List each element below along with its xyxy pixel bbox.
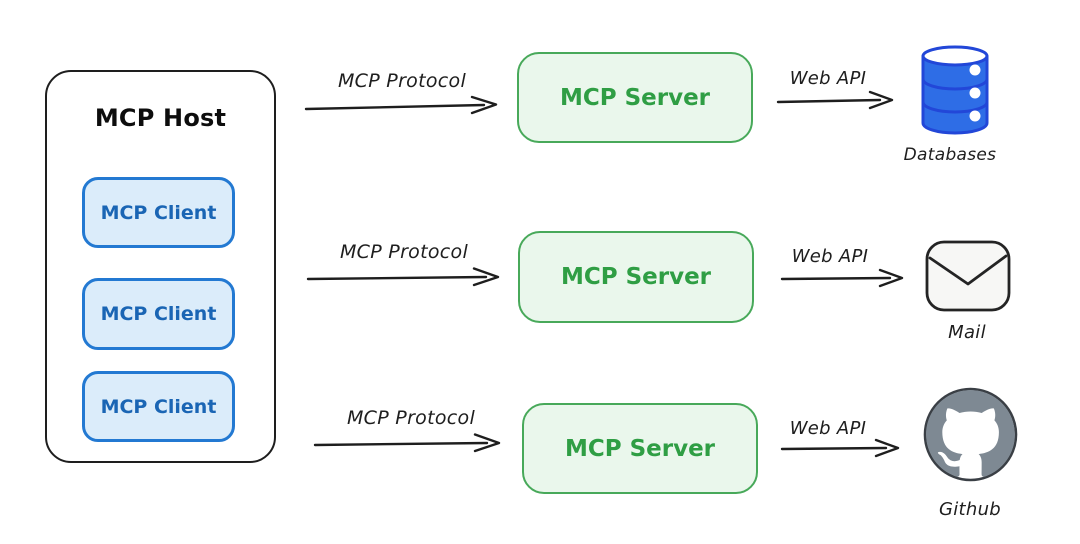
mcp-client-label: MCP Client bbox=[100, 201, 217, 224]
mcp-client-box-1: MCP Client bbox=[82, 177, 235, 248]
arrow-right-icon bbox=[780, 438, 900, 458]
mcp-protocol-label-1: MCP Protocol bbox=[337, 70, 467, 92]
arrow-right-icon bbox=[313, 433, 501, 453]
mail-label: Mail bbox=[948, 322, 986, 343]
mail-icon bbox=[925, 240, 1011, 312]
web-api-label-3: Web API bbox=[789, 418, 867, 439]
mcp-server-label: MCP Server bbox=[560, 264, 712, 290]
mcp-server-label: MCP Server bbox=[564, 435, 716, 462]
github-label: Github bbox=[938, 499, 1002, 520]
mcp-client-label: MCP Client bbox=[100, 303, 217, 325]
mcp-server-box-3: MCP Server bbox=[522, 403, 758, 494]
arrow-right-icon bbox=[306, 267, 500, 287]
mcp-protocol-label-3: MCP Protocol bbox=[346, 407, 476, 429]
mcp-client-box-3: MCP Client bbox=[82, 371, 235, 442]
mcp-host-title: MCP Host bbox=[94, 104, 227, 132]
mcp-protocol-label-2: MCP Protocol bbox=[339, 241, 469, 263]
databases-label: Databases bbox=[903, 145, 997, 165]
database-icon bbox=[921, 45, 989, 135]
arrow-right-icon bbox=[780, 268, 904, 288]
mcp-client-box-2: MCP Client bbox=[82, 278, 235, 350]
arrow-right-icon bbox=[304, 95, 498, 115]
web-api-label-1: Web API bbox=[789, 68, 867, 89]
github-icon bbox=[923, 387, 1018, 482]
arrow-right-icon bbox=[776, 90, 894, 110]
mcp-server-label: MCP Server bbox=[559, 84, 711, 111]
mcp-server-box-1: MCP Server bbox=[517, 52, 753, 143]
mcp-client-label: MCP Client bbox=[100, 395, 217, 418]
web-api-label-2: Web API bbox=[791, 246, 869, 267]
mcp-server-box-2: MCP Server bbox=[518, 231, 754, 323]
